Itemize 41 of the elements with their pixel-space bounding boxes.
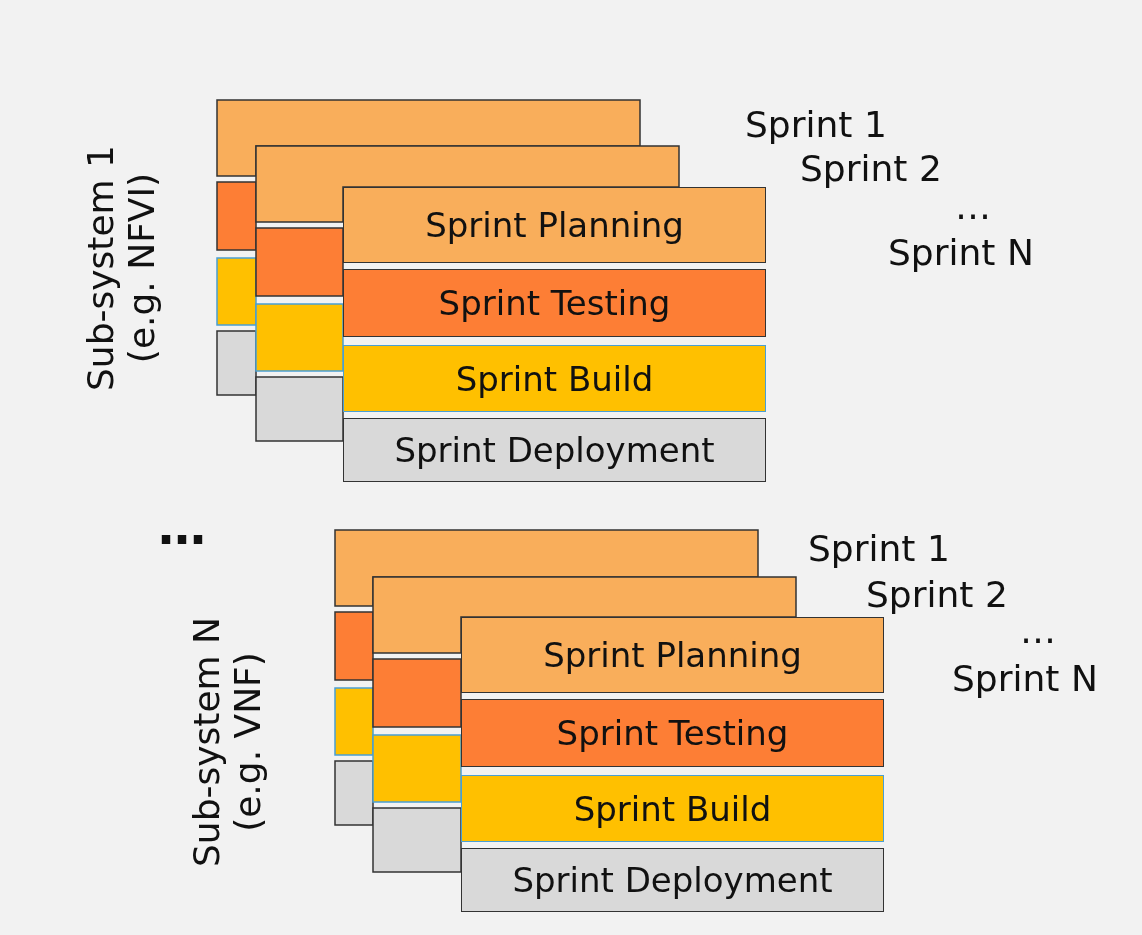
testing-box (334, 611, 374, 681)
phase-label: Sprint Testing (438, 283, 671, 323)
deployment-box (334, 760, 374, 826)
phase-label: Sprint Build (455, 358, 654, 399)
testing-box (255, 227, 344, 297)
build-box (343, 345, 766, 412)
sprint-label: Sprint N (952, 658, 1098, 700)
ellipsis: … (955, 186, 991, 228)
deployment-box (216, 330, 257, 396)
sprint-label: Sprint N (888, 232, 1034, 274)
build-box (334, 687, 374, 756)
sprint-label: Sprint 2 (800, 148, 942, 190)
deployment-box (343, 418, 766, 482)
planning-box (334, 529, 759, 607)
sprint-label: Sprint 1 (745, 104, 887, 146)
deployment-box (372, 807, 462, 873)
phase-label: Sprint Testing (556, 713, 789, 753)
sprint-label: Sprint 1 (808, 528, 950, 570)
phase-label: Sprint Planning (543, 635, 802, 675)
planning-box (216, 99, 641, 177)
testing-box (461, 699, 884, 767)
phase-label: Sprint Deployment (394, 430, 715, 470)
testing-box (372, 658, 462, 728)
deployment-box (255, 376, 344, 442)
phase-label: Sprint Deployment (512, 860, 833, 900)
build-box (372, 734, 462, 803)
build-box (255, 303, 344, 372)
subsystem-label: Sub-system N (e.g. VNF) (186, 616, 270, 869)
phase-label: Sprint Build (573, 788, 772, 829)
testing-box (216, 181, 257, 251)
subsystem-label: Sub-system 1 (e.g. NFVI) (80, 144, 164, 393)
deployment-box (461, 848, 884, 912)
build-box (461, 775, 884, 842)
build-box (216, 257, 257, 326)
ellipsis: … (158, 500, 206, 556)
sprint-label: Sprint 2 (866, 574, 1008, 616)
planning-box (461, 617, 884, 693)
phase-label: Sprint Planning (425, 205, 684, 245)
testing-box (343, 269, 766, 337)
ellipsis: … (1020, 610, 1056, 652)
planning-box (343, 187, 766, 263)
